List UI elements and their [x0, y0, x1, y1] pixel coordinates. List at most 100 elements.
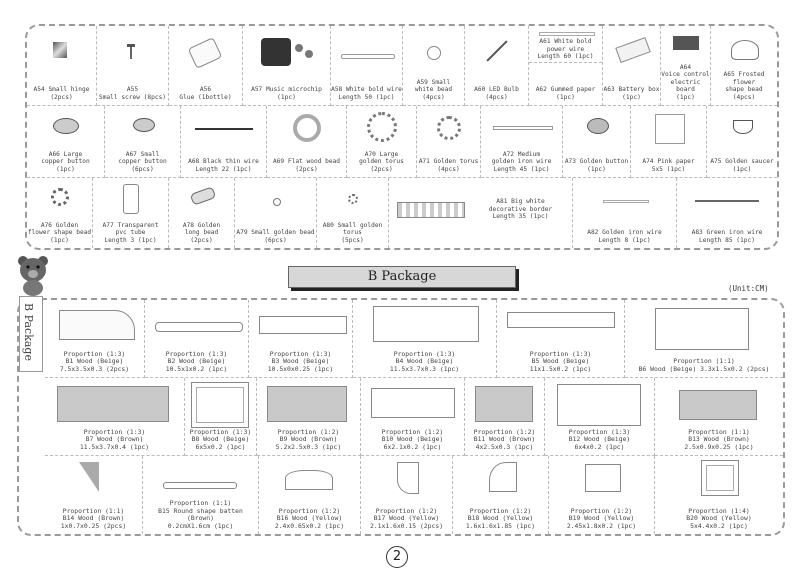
b4-wood-illustration [373, 306, 479, 342]
pink-paper-illustration [655, 114, 685, 144]
b17-wood-illustration [397, 462, 419, 494]
part-b10: Proportion (1:2) B10 Wood (Beige) 6x2.1x… [361, 378, 465, 456]
golden-flower-bead-illustration [51, 188, 69, 206]
part-a79: A79 Small golden bead (6pcs) [235, 178, 317, 248]
b-package-parts-panel: Proportion (1:3) B1 Wood (Beige) 7.5x3.5… [17, 298, 785, 536]
small-copper-button-illustration [133, 118, 155, 132]
music-microchip-illustration [261, 38, 291, 66]
part-a58: A58 White bold wire Length 50 (1pc) [331, 26, 403, 106]
part-b2: Proportion (1:3) B2 Wood (Beige) 10.5x1x… [145, 300, 249, 378]
part-a73: A73 Golden button (1pc) [563, 106, 631, 178]
part-b4: Proportion (1:3) B4 Wood (Beige) 11.5x3.… [353, 300, 497, 378]
small-hinge-illustration [53, 42, 67, 58]
part-a56: A56 Glue (1bottle) [169, 26, 243, 106]
part-a67: A67 Small copper button (6pcs) [105, 106, 181, 178]
part-b18: Proportion (1:2) B18 Wood (Yellow) 1.6x1… [453, 456, 549, 534]
b-package-banner: B Package [288, 266, 516, 288]
part-a61-a62: A61 White bold power wire Length 60 (1pc… [529, 26, 603, 106]
part-a70: A70 Large golden torus (2pcs) [347, 106, 417, 178]
part-b12: Proportion (1:3) B12 Wood (Beige) 6x4x0.… [545, 378, 655, 456]
voice-control-board-illustration [673, 36, 699, 50]
battery-box-illustration [615, 37, 651, 63]
b1-wood-illustration [59, 310, 135, 340]
part-a59: A59 Small white bead (4pcs) [403, 26, 465, 106]
part-b15: Proportion (1:1) B15 Round shape batten … [143, 456, 259, 534]
part-b11: Proportion (1:2) B11 Wood (Brown) 4x2.5x… [465, 378, 545, 456]
black-thin-wire-illustration [195, 128, 253, 130]
part-b14: Proportion (1:1) B14 Wood (Brown) 1x0.7x… [45, 456, 143, 534]
b7-wood-illustration [57, 386, 169, 422]
part-a77: A77 Transparent pvc tube Length 3 (1pc) [93, 178, 169, 248]
b2-wood-illustration [155, 322, 243, 332]
part-a68: A68 Black thin wire Length 22 (1pc) [181, 106, 267, 178]
part-a65: A65 Frosted flower shape bead (4pcs) [711, 26, 777, 106]
part-a69: A69 Flat wood bead (2pcs) [267, 106, 347, 178]
part-b20: Proportion (1:4) B20 Wood (Yellow) 5x4.4… [655, 456, 783, 534]
b10-wood-illustration [371, 388, 455, 418]
large-golden-torus-illustration [367, 112, 397, 142]
part-a66: A66 Large copper button (1pc) [27, 106, 105, 178]
part-b8: Proportion (1:3) B8 Wood (Beige) 6x5x0.2… [185, 378, 257, 456]
golden-long-bead-illustration [189, 186, 217, 206]
page-number: 2 [386, 546, 408, 568]
part-a74: A74 Pink paper 5x5 (1pc) [631, 106, 707, 178]
part-b16: Proportion (1:2) B16 Wood (Yellow) 2.4x0… [259, 456, 361, 534]
part-b5: Proportion (1:3) B5 Wood (Beige) 11x1.5x… [497, 300, 625, 378]
b3-wood-illustration [259, 316, 347, 334]
golden-saucer-illustration [733, 120, 753, 134]
part-a63: A63 Battery box (1pc) [603, 26, 661, 106]
decorative-border-illustration [397, 202, 465, 218]
part-b9: Proportion (1:2) B9 Wood (Brown) 5.2x2.5… [257, 378, 361, 456]
part-b7: Proportion (1:3) B7 Wood (Brown) 11.5x3.… [45, 378, 185, 456]
b14-wood-illustration [79, 462, 99, 492]
golden-iron-wire-illustration [603, 200, 649, 203]
part-a57: A57 Music microchip (1pc) [243, 26, 331, 106]
part-b13: Proportion (1:1) B13 Wood (Brown) 2.5x0.… [655, 378, 783, 456]
part-a64: A64 Voice control electric board (1pc) [661, 26, 711, 106]
small-golden-bead-illustration [273, 198, 281, 206]
part-b19: Proportion (1:2) B19 Wood (Yellow) 2.45x… [549, 456, 655, 534]
part-b1: Proportion (1:3) B1 Wood (Beige) 7.5x3.5… [45, 300, 145, 378]
part-b3: Proportion (1:3) B3 Wood (Beige) 10.5x0x… [249, 300, 353, 378]
green-iron-wire-illustration [695, 200, 759, 202]
part-a75: A75 Golden saucer (1pc) [707, 106, 777, 178]
part-a76: A76 Golden flower shape bead (1pc) [27, 178, 93, 248]
bear-mascot-icon [18, 256, 48, 296]
part-a54: A54 Small hinge (2pcs) [27, 26, 97, 106]
b19-wood-illustration [585, 464, 621, 492]
golden-torus-illustration [437, 116, 461, 140]
part-b17: Proportion (1:2) B17 Wood (Yellow) 2.1x1… [361, 456, 453, 534]
b11-wood-illustration [475, 386, 533, 422]
part-a71: A71 Golden torus (4pcs) [417, 106, 481, 178]
power-wire-illustration [539, 32, 595, 36]
small-golden-torus-illustration [348, 194, 358, 204]
b9-wood-illustration [267, 386, 347, 422]
part-a80: A80 Small golden torus (5pcs) [317, 178, 389, 248]
b5-wood-illustration [507, 312, 615, 328]
b6-wood-illustration [655, 308, 749, 350]
part-a83: A83 Green iron wire Length 85 (1pc) [677, 178, 777, 248]
part-a72: A72 Medium golden iron wire Length 45 (1… [481, 106, 563, 178]
part-a55: A55 Small screw (8pcs) [97, 26, 169, 106]
white-bold-wire-illustration [341, 54, 395, 59]
unit-label: (Unit:CM) [728, 284, 769, 293]
part-b6: Proportion (1:1) B6 Wood (Beige) 3.3x1.5… [625, 300, 783, 378]
b8-wood-illustration [191, 382, 249, 428]
medium-golden-wire-illustration [493, 126, 553, 130]
b12-wood-illustration [557, 384, 641, 426]
part-a60: A60 LED Bulb (4pcs) [465, 26, 529, 106]
b18-wood-illustration [489, 462, 517, 492]
golden-button-illustration [587, 118, 609, 134]
flat-wood-bead-illustration [293, 114, 321, 142]
round-batten-illustration [163, 482, 237, 489]
small-white-bead-illustration [427, 46, 441, 60]
small-screw-illustration [127, 44, 135, 47]
pvc-tube-illustration [123, 184, 139, 214]
large-copper-button-illustration [53, 118, 79, 134]
b13-wood-illustration [679, 390, 757, 420]
led-bulb-illustration [486, 40, 508, 62]
part-a82: A82 Golden iron wire Length 8 (1pc) [573, 178, 677, 248]
b-package-side-tab: B Package [19, 296, 43, 372]
frosted-flower-bead-illustration [731, 40, 759, 60]
part-a78: A78 Golden long bead (2pcs) [169, 178, 235, 248]
